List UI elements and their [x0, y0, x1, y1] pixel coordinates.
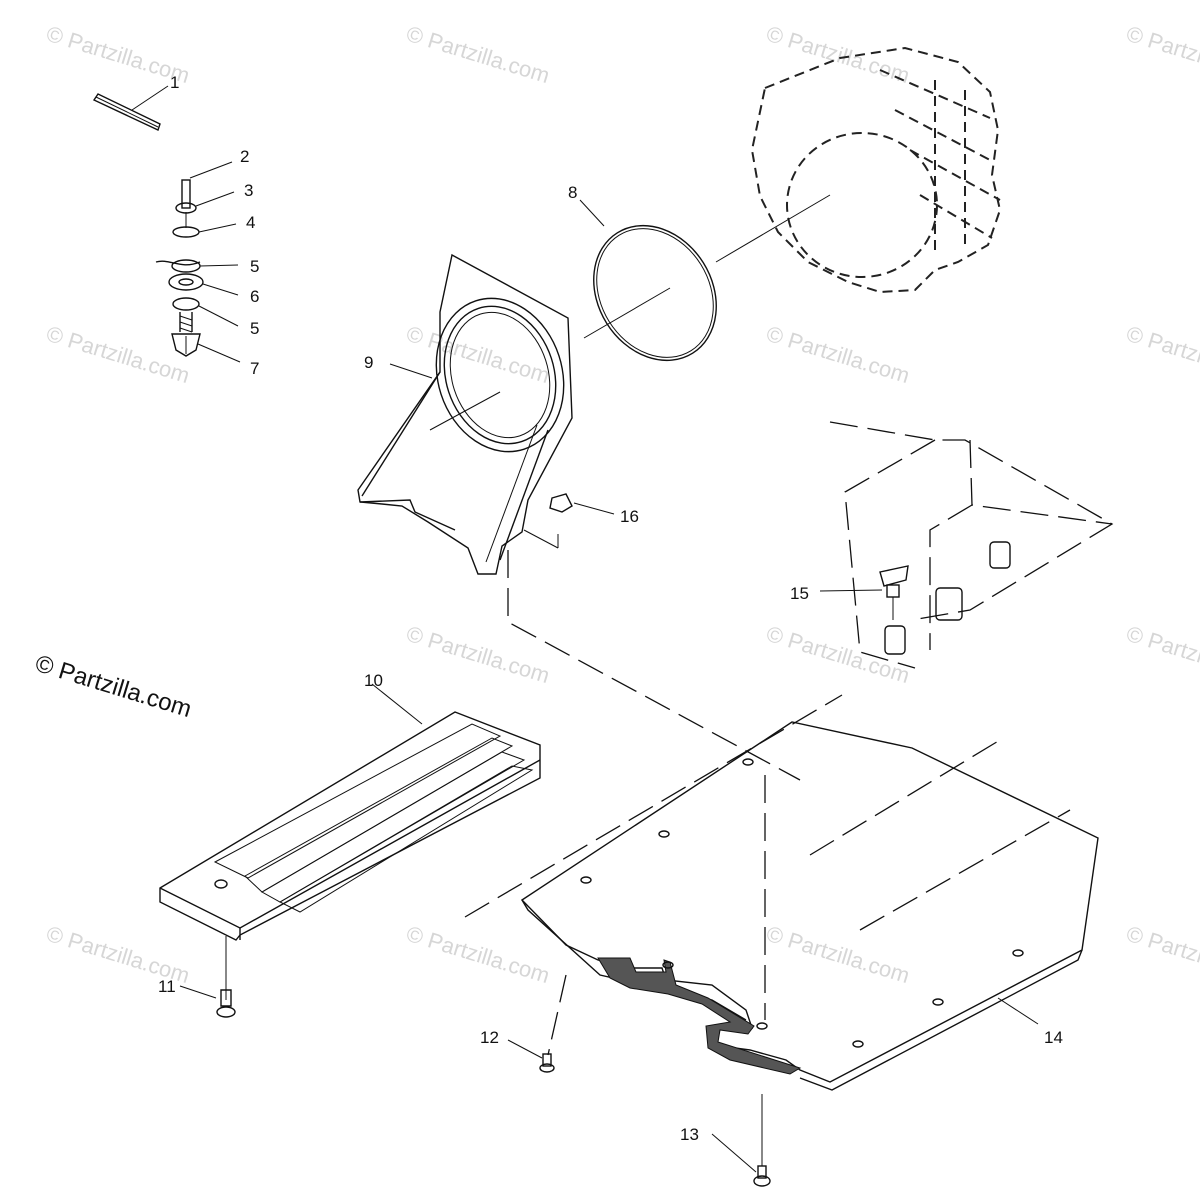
callout-1: 1 — [170, 73, 179, 92]
hull-reference — [829, 421, 1114, 669]
callout-4: 4 — [246, 213, 255, 232]
part-1-cable-tie — [92, 85, 169, 131]
watermark: © Partzilla.com — [44, 321, 193, 388]
watermark: © Partzilla.com — [404, 321, 553, 388]
watermark: © Partzilla.com — [764, 21, 913, 88]
watermark: © Partzilla.com — [1124, 921, 1200, 988]
callout-5: 5 — [250, 257, 259, 276]
watermark: © Partzilla.com — [764, 321, 913, 388]
callout-14: 14 — [1044, 1028, 1063, 1047]
pump-housing-reference — [715, 46, 1002, 294]
watermark-layer: © Partzilla.com © Partzilla.com © Partzi… — [44, 21, 1200, 988]
alignment-lines — [464, 550, 843, 1020]
callout-10: 10 — [364, 671, 383, 690]
callout-5: 5 — [250, 319, 259, 338]
part-11-screw — [179, 985, 236, 1018]
callout-7: 7 — [250, 359, 259, 378]
watermark: © Partzilla.com — [1124, 321, 1200, 388]
watermark: © Partzilla.com — [764, 921, 913, 988]
callout-6: 6 — [250, 287, 259, 306]
callout-labels: 1 2 3 4 5 6 5 7 8 9 10 11 12 13 14 15 16 — [158, 73, 1063, 1144]
callout-16: 16 — [620, 507, 639, 526]
callout-2: 2 — [240, 147, 249, 166]
part-14-ride-plate — [520, 721, 1099, 1091]
watermark: © Partzilla.com — [404, 21, 553, 88]
callout-11: 11 — [158, 977, 176, 996]
part-8-o-ring — [579, 199, 717, 362]
part-16-nut — [549, 493, 615, 515]
callout-9: 9 — [364, 353, 373, 372]
part-2-7-hardware-stack — [155, 161, 241, 363]
callout-13: 13 — [680, 1125, 699, 1144]
watermark: © Partzilla.com — [1124, 621, 1200, 688]
part-9-shroud — [357, 253, 573, 575]
watermark: © Partzilla.com — [404, 621, 553, 688]
part-13-screw — [711, 1094, 771, 1187]
callout-15: 15 — [790, 584, 809, 603]
part-12-screw — [507, 974, 567, 1073]
callout-3: 3 — [244, 181, 253, 200]
callout-8: 8 — [568, 183, 577, 202]
part-15-drain-plug — [819, 565, 909, 620]
callout-12: 12 — [480, 1028, 499, 1047]
watermark: © Partzilla.com — [1124, 21, 1200, 88]
part-10-intake-grate — [159, 683, 541, 1000]
watermark: © Partzilla.com — [404, 921, 553, 988]
